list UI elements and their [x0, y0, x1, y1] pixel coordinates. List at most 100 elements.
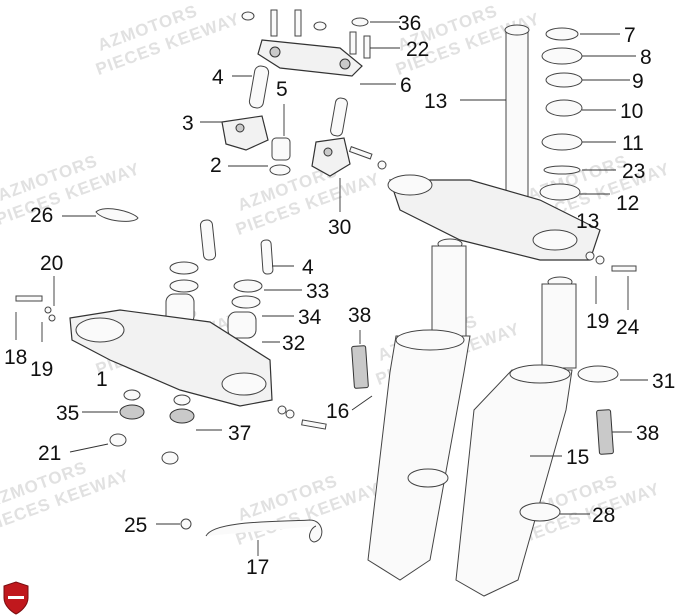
callout-labels: 36 22 7 8 9 10 11 23 12 13 13 6 4 5 3 2 … [4, 12, 675, 579]
washer [377, 160, 387, 170]
callout-15: 15 [566, 446, 589, 469]
fork-seal [509, 364, 571, 384]
washer [595, 255, 605, 265]
locknut [545, 27, 579, 41]
bearing-race [545, 72, 583, 88]
callout-36: 36 [398, 12, 421, 35]
washer [585, 251, 595, 261]
clamp-bore [221, 372, 267, 396]
ball-bearing [545, 99, 583, 117]
bolt [15, 295, 43, 302]
callout-9: 9 [632, 70, 644, 93]
bolt [363, 35, 371, 59]
brake-hose-guide [205, 519, 323, 543]
callout-33: 33 [306, 280, 329, 303]
dust-seal [577, 365, 619, 383]
shield-logo-icon [3, 581, 29, 615]
callout-19-left: 19 [30, 358, 53, 381]
nut [241, 11, 255, 21]
riser-pin [248, 65, 270, 109]
callout-10: 10 [620, 100, 643, 123]
callout-23: 23 [622, 160, 645, 183]
clamp-bore [387, 174, 433, 196]
callout-28: 28 [592, 504, 615, 527]
fork-seal [395, 329, 465, 351]
steering-stem-group [387, 24, 637, 272]
upper-triple-clamp-group [15, 219, 327, 465]
callout-26: 26 [30, 204, 53, 227]
bolt [611, 265, 637, 272]
callout-2: 2 [210, 154, 222, 177]
nut [313, 21, 327, 31]
callout-38-left: 38 [348, 304, 371, 327]
callout-18: 18 [4, 346, 27, 369]
callout-13-bottom: 13 [576, 210, 599, 233]
nut [161, 451, 179, 465]
washer [269, 164, 291, 176]
callout-4-lower: 4 [302, 256, 314, 279]
pin [260, 239, 274, 275]
bearing-cup [541, 133, 583, 151]
callout-20: 20 [40, 252, 63, 275]
clamp-bore [532, 229, 578, 251]
seal-ring [519, 502, 561, 522]
callout-8: 8 [640, 46, 652, 69]
callout-19-right: 19 [586, 310, 609, 333]
washer [119, 404, 145, 420]
callout-11: 11 [622, 132, 644, 155]
callout-37: 37 [228, 422, 251, 445]
bearing-balls [543, 165, 581, 175]
seal-ring [407, 468, 449, 488]
bolt [294, 9, 302, 37]
bolt-head [180, 518, 192, 530]
spacer-ring [169, 279, 199, 293]
rubber-bush [227, 311, 257, 339]
callout-31: 31 [652, 370, 675, 393]
spacer-ring [231, 295, 261, 309]
callout-25: 25 [124, 514, 147, 537]
clamp-hole [339, 58, 351, 70]
callout-13-top: 13 [424, 90, 447, 113]
callout-32: 32 [282, 332, 305, 355]
riser-pin [330, 97, 348, 137]
clamp-hole [235, 123, 245, 133]
pin [199, 219, 217, 261]
spacer-ring [233, 279, 263, 293]
washer [285, 409, 295, 419]
washer [277, 405, 287, 415]
nut [109, 433, 127, 447]
reflector [351, 345, 369, 389]
bolt [349, 31, 357, 55]
callout-6: 6 [400, 74, 412, 97]
handlebar-clamp-upper [257, 39, 363, 77]
bolt [348, 146, 373, 160]
steering-stem-tube [505, 29, 529, 201]
callout-12: 12 [616, 192, 639, 215]
spacer [271, 137, 291, 161]
fork-legs-group [351, 238, 619, 597]
nut [173, 394, 191, 406]
lower-bearing-cup [539, 183, 581, 201]
washer [48, 314, 56, 322]
clamp-block [311, 137, 351, 177]
callout-38-right: 38 [636, 422, 659, 445]
bolt [270, 9, 278, 37]
callout-4-top: 4 [212, 66, 224, 89]
adjust-nut [541, 47, 583, 65]
bolt [301, 419, 327, 430]
washer [169, 408, 195, 424]
callout-16: 16 [326, 400, 349, 423]
leader-lines [15, 21, 648, 556]
nut [351, 17, 369, 27]
callout-24: 24 [616, 316, 640, 339]
spacer-ring [169, 261, 199, 275]
callout-21: 21 [38, 442, 61, 465]
clamp-hole [269, 46, 281, 58]
stem-top [504, 24, 530, 36]
fork-inner-tube [431, 245, 467, 337]
callout-17: 17 [246, 556, 269, 579]
bracket-clip [95, 208, 139, 222]
callout-30: 30 [328, 216, 351, 239]
callout-35: 35 [56, 402, 79, 425]
